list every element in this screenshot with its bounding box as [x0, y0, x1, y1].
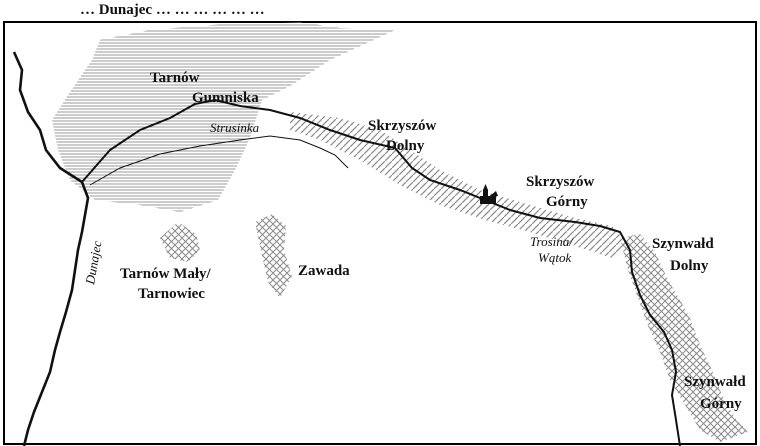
label-tarnow: Tarnów [150, 70, 200, 86]
label-szynwald-gorny-1: Szynwałd [684, 374, 746, 390]
settlement-szynwald [620, 234, 748, 442]
label-skrzyszow-gorny-2: Górny [546, 194, 588, 210]
label-zawada: Zawada [298, 263, 350, 279]
label-skrzyszow-dolny-1: Skrzyszów [368, 118, 436, 134]
label-dunajec: Dunajec [82, 239, 105, 286]
label-szynwald-dolny-1: Szynwałd [652, 236, 714, 252]
river-dunajec [12, 51, 90, 446]
settlement-zawada [255, 214, 292, 298]
map-frame [3, 21, 757, 445]
urban-area-tarnow [52, 22, 395, 212]
label-strusinka: Strusinka [210, 120, 260, 135]
header-text: … Dunajec … … … … … … [80, 2, 265, 18]
settlement-tarnow-maly [160, 222, 200, 262]
label-trosina-1: Trosina/ [530, 234, 574, 249]
settlement-band-skrzyszow [290, 112, 630, 258]
label-tarnow-maly-1: Tarnów Mały/ [120, 266, 212, 282]
label-skrzyszow-gorny-1: Skrzyszów [526, 174, 594, 190]
label-szynwald-dolny-2: Dolny [670, 258, 709, 274]
church-icon [480, 184, 498, 204]
label-skrzyszow-dolny-2: Dolny [386, 138, 425, 154]
label-tarnow-maly-2: Tarnowiec [138, 286, 205, 302]
river-strusinka [89, 135, 349, 186]
header-strip [0, 0, 760, 22]
label-gumniska: Gumniska [192, 90, 259, 106]
label-szynwald-gorny-2: Górny [700, 396, 742, 412]
label-trosina-2: Wątok [538, 250, 571, 265]
